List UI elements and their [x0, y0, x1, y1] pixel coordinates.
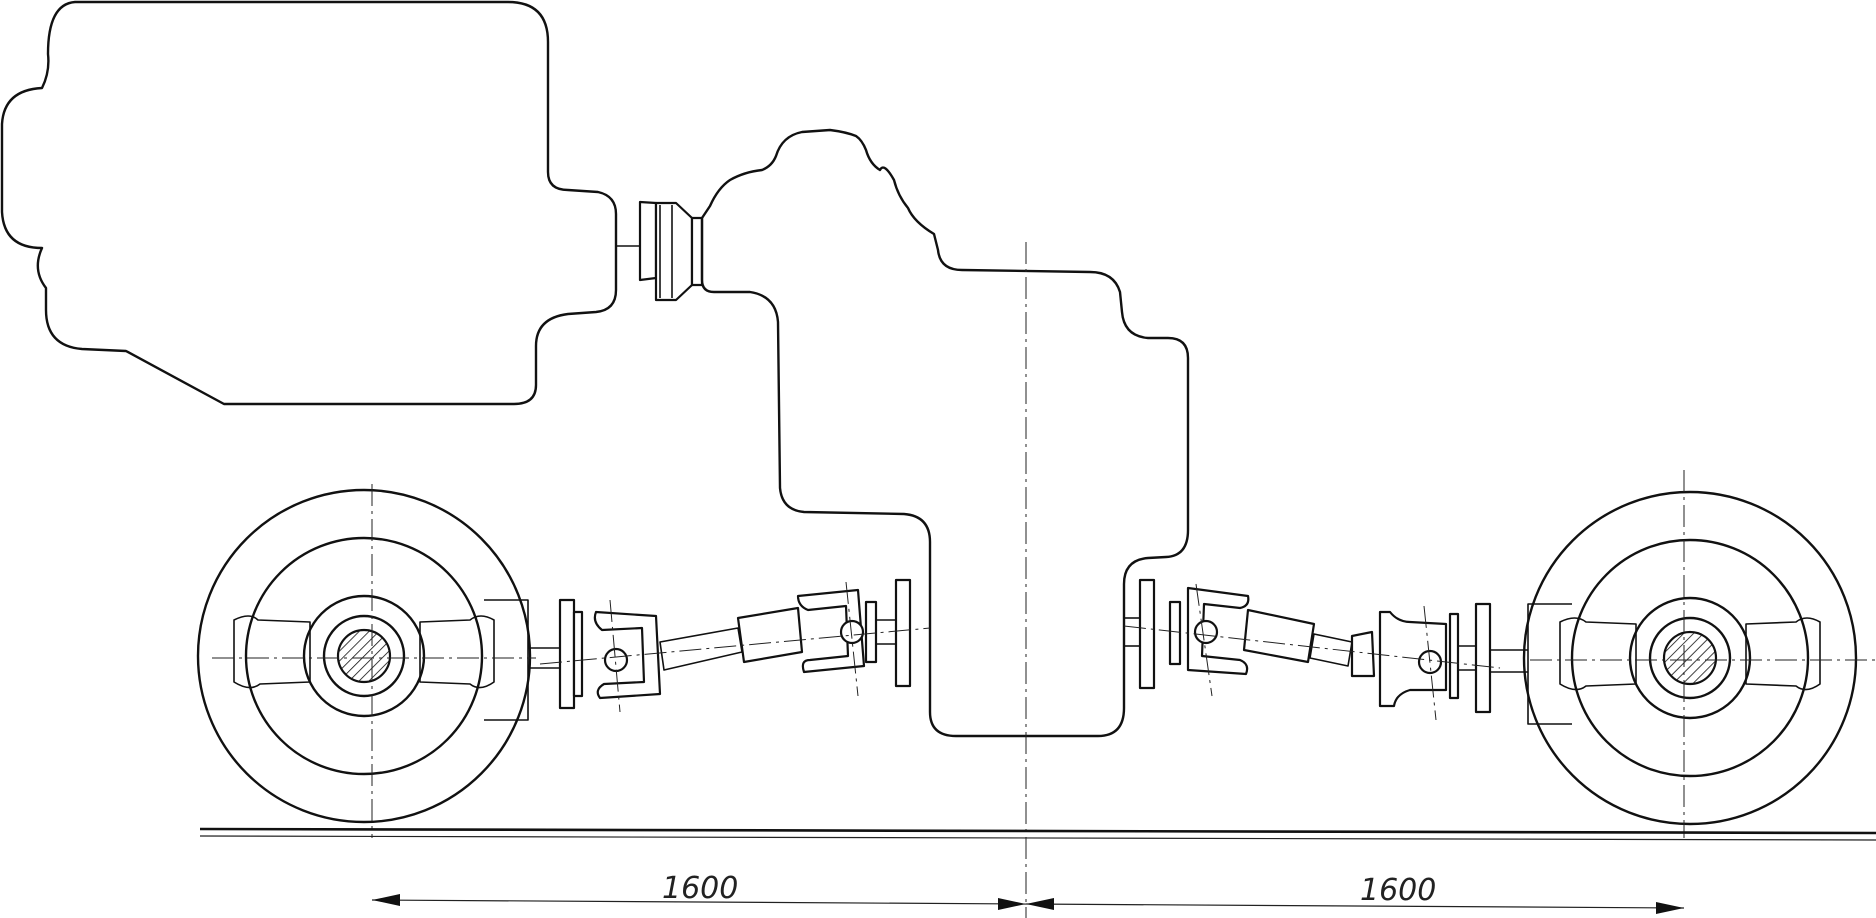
- dimension-left: 1600: [371, 871, 1027, 910]
- right-wheel: [1522, 470, 1876, 838]
- dimension-right: 1600: [1025, 873, 1685, 914]
- ground-line: [199, 827, 1876, 841]
- left-wheel: [196, 484, 536, 838]
- dimension-left-label: 1600: [662, 871, 738, 906]
- right-cardan-shaft: [1123, 578, 1528, 721]
- engine-outline: [0, 0, 618, 406]
- left-cardan-shaft: [528, 578, 931, 713]
- dimension-right-label: 1600: [1360, 873, 1436, 908]
- gearbox-outline: [700, 128, 1190, 738]
- coupling: [616, 200, 704, 302]
